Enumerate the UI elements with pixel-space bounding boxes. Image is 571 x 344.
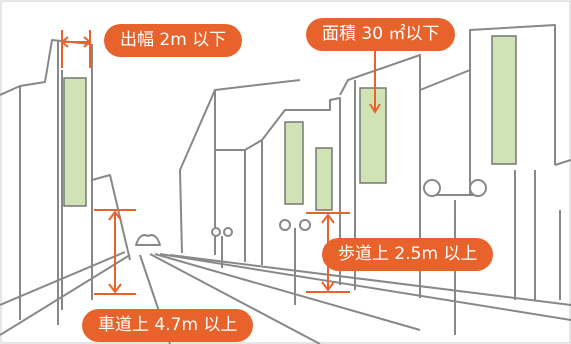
dimension-markers	[60, 30, 381, 295]
sign-center-1	[284, 121, 304, 205]
projection-width-label: 出幅 2m 以下	[104, 24, 243, 57]
sidewalk-clearance-label: 歩道上 2.5m 以上	[322, 238, 494, 271]
sign-center-large	[359, 87, 387, 184]
sign-area-label: 面積 30 ㎡以下	[306, 18, 456, 51]
sign-right	[491, 35, 517, 165]
green-signs	[63, 35, 517, 211]
road-perspective	[0, 251, 571, 344]
sign-center-2	[315, 147, 333, 211]
sign-left-tall	[63, 77, 87, 207]
roadway-clearance-label: 車道上 4.7m 以上	[82, 309, 254, 342]
